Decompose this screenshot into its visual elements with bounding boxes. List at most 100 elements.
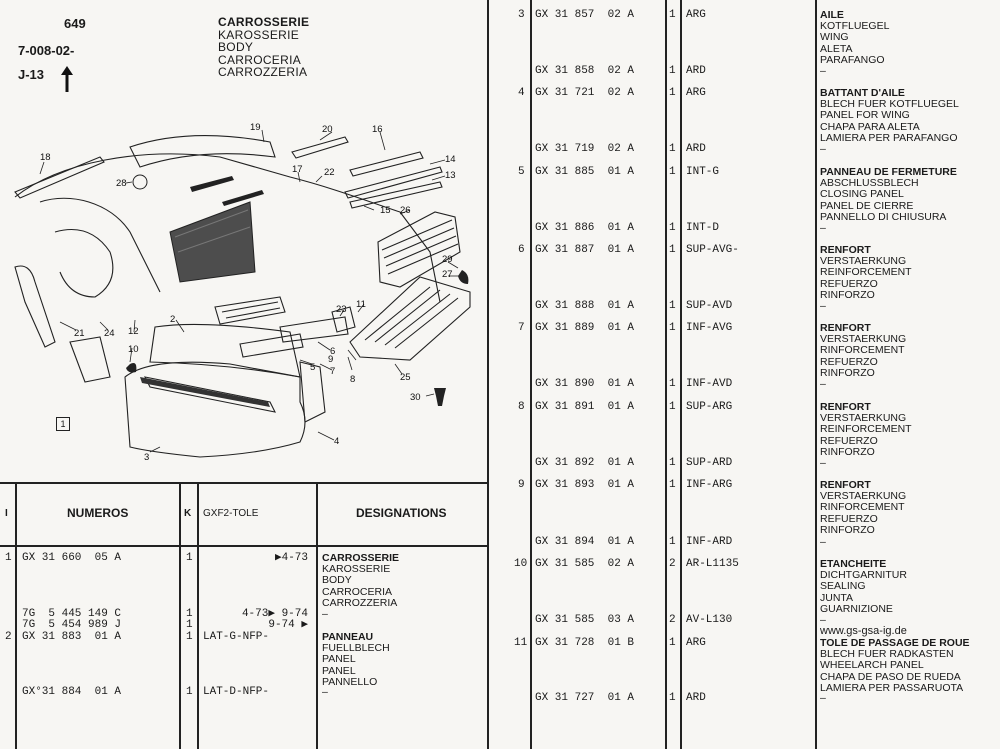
title-line: BODY bbox=[218, 40, 254, 54]
divider-header-bottom bbox=[0, 545, 488, 547]
callout-11: 11 bbox=[356, 299, 366, 310]
callout-28: 28 bbox=[116, 178, 127, 189]
callout-13: 13 bbox=[445, 170, 456, 181]
quantity: 2 bbox=[669, 614, 676, 626]
quantity: 1 bbox=[669, 9, 676, 21]
variant-code: INF-ARG bbox=[686, 479, 733, 491]
col-divider bbox=[179, 482, 181, 749]
designation-line: CARROCERIA bbox=[322, 585, 393, 598]
designation-line: REFUERZO bbox=[820, 355, 878, 368]
variant-code: INF-ARD bbox=[686, 536, 733, 548]
callout-4: 4 bbox=[334, 436, 339, 447]
item-index: 1 bbox=[5, 552, 12, 564]
part-number: 7G 5 454 989 J bbox=[22, 619, 122, 631]
designation-line: CARROSSERIE bbox=[322, 552, 400, 564]
variant-code: ARD bbox=[686, 65, 706, 77]
variant-code: INT-G bbox=[686, 166, 720, 178]
designation-line: FUELLBLECH bbox=[322, 642, 390, 655]
designation-line: VERSTAERKUNG bbox=[820, 412, 907, 425]
part-number: GX 31 885 01 A bbox=[535, 166, 635, 178]
part-number: GX 31 585 02 A bbox=[535, 558, 635, 570]
title-line: CARROCERIA bbox=[218, 52, 302, 67]
quantity: 1 bbox=[669, 401, 676, 413]
part-number: GX 31 892 01 A bbox=[535, 457, 635, 469]
callout-2: 2 bbox=[170, 314, 175, 325]
header-gxf2: GXF2-TOLE bbox=[203, 508, 259, 519]
variant-code: SUP-ARG bbox=[686, 401, 733, 413]
section-title: CARROSSERIE KAROSSERIE BODY CARROCERIA C… bbox=[218, 16, 309, 79]
callout-12: 12 bbox=[128, 326, 139, 337]
title-line: KAROSSERIE bbox=[218, 27, 300, 42]
callout-30: 30 bbox=[410, 392, 421, 403]
part-number: GX 31 889 01 A bbox=[535, 322, 635, 334]
item-index: 3 bbox=[518, 9, 525, 21]
callout-25: 25 bbox=[400, 372, 411, 383]
part-number: GX 31 719 02 A bbox=[535, 143, 635, 155]
callout-23: 23 bbox=[336, 304, 347, 315]
reference-j: J-13 bbox=[18, 67, 45, 82]
part-number: GX 31 857 02 A bbox=[535, 9, 635, 21]
quantity: 1 bbox=[669, 536, 676, 548]
item-index: 9 bbox=[518, 479, 525, 491]
part-number: GX°31 884 01 A bbox=[22, 686, 122, 698]
designation-line: RENFORT bbox=[820, 244, 871, 256]
quantity: 1 bbox=[669, 65, 676, 77]
website-link[interactable]: www.gs-gsa-ig.de bbox=[820, 625, 907, 637]
variant-code: LAT-D-NFP- bbox=[203, 686, 270, 698]
designation-line: BATTANT D'AILE bbox=[820, 87, 905, 99]
callout-22: 22 bbox=[324, 167, 335, 178]
variant-code: INF-AVD bbox=[686, 378, 733, 390]
variant-code: ARG bbox=[686, 87, 706, 99]
designation-line: GUARNIZIONE bbox=[820, 602, 893, 615]
designation-line: RINFORZO bbox=[820, 288, 875, 301]
variant-code: 9-74 ▶ bbox=[268, 619, 308, 631]
designation-line: VERSTAERKUNG bbox=[820, 255, 907, 268]
quantity: 1 bbox=[669, 222, 676, 234]
callout-16: 16 bbox=[372, 124, 383, 135]
header-k: K bbox=[184, 508, 192, 519]
variant-code: ARG bbox=[686, 637, 706, 649]
item-index: 6 bbox=[518, 244, 525, 256]
item-index: 11 bbox=[514, 637, 528, 649]
designation-line: – bbox=[322, 686, 328, 698]
callout-7: 7 bbox=[330, 366, 335, 377]
designation-line: ALETA bbox=[820, 42, 853, 55]
callout-18: 18 bbox=[40, 152, 51, 163]
designation-line: REINFORCEMENT bbox=[820, 266, 912, 279]
variant-code: ARG bbox=[686, 9, 706, 21]
designation-line: SEALING bbox=[820, 580, 866, 593]
designation-line: VERSTAERKUNG bbox=[820, 490, 907, 503]
part-number: GX 31 888 01 A bbox=[535, 300, 635, 312]
item-index: 10 bbox=[514, 558, 528, 570]
designation-line: REFUERZO bbox=[820, 434, 878, 447]
callout-17: 17 bbox=[292, 164, 303, 175]
part-number: GX 31 727 01 A bbox=[535, 692, 635, 704]
part-number: GX 31 883 01 A bbox=[22, 631, 122, 643]
designation-line: – bbox=[820, 692, 826, 704]
designation-line: – bbox=[820, 378, 826, 390]
designation-line: PANEL bbox=[322, 664, 356, 677]
designation-line: JUNTA bbox=[820, 591, 854, 604]
arrow-up-icon bbox=[61, 66, 73, 92]
callout-24: 24 bbox=[104, 328, 115, 339]
item-index: 5 bbox=[518, 166, 525, 178]
quantity: 1 bbox=[186, 608, 193, 620]
callout-5: 5 bbox=[310, 362, 315, 373]
designation-line: – bbox=[820, 300, 826, 312]
callout-19: 19 bbox=[250, 122, 261, 133]
page-number: 649 bbox=[64, 16, 86, 31]
callout-20: 20 bbox=[322, 124, 333, 135]
part-number: GX 31 890 01 A bbox=[535, 378, 635, 390]
designation-line: PANEL FOR WING bbox=[820, 109, 910, 122]
variant-code: SUP-ARD bbox=[686, 457, 733, 469]
quantity: 1 bbox=[669, 244, 676, 256]
callout-21: 21 bbox=[74, 328, 85, 339]
variant-code: LAT-G-NFP- bbox=[203, 631, 270, 643]
quantity: 1 bbox=[669, 87, 676, 99]
part-number: GX 31 894 01 A bbox=[535, 536, 635, 548]
header-numeros: NUMEROS bbox=[67, 506, 129, 520]
part-number: GX 31 721 02 A bbox=[535, 87, 635, 99]
quantity: 1 bbox=[669, 692, 676, 704]
header-index: I bbox=[5, 508, 8, 519]
variant-code: ARD bbox=[686, 143, 706, 155]
